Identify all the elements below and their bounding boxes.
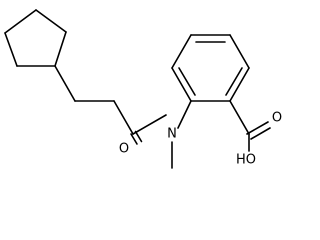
chain-bond xyxy=(54,65,76,102)
carboxylic-acid xyxy=(229,100,271,152)
carbonyl-double-bond xyxy=(134,130,143,143)
acid-oxygen-label: O xyxy=(272,111,282,126)
nitrogen-bonds xyxy=(171,100,192,169)
ring-bond xyxy=(54,31,67,67)
aromatic-inner-bond xyxy=(225,67,243,96)
aromatic-inner-bond xyxy=(178,67,196,96)
cyclopentane-ring xyxy=(4,9,67,67)
ring-bond xyxy=(4,9,37,34)
alkyl-chain xyxy=(54,65,134,135)
acid-double-bond xyxy=(250,127,271,140)
ring-bond xyxy=(171,34,192,69)
ring-bond xyxy=(229,34,250,69)
chemical-structure: N O HO O xyxy=(4,9,282,169)
n-aryl-bond xyxy=(177,100,192,129)
ring-bond xyxy=(229,67,250,102)
ring-bond xyxy=(4,32,18,67)
amide-carbonyl xyxy=(130,114,167,145)
acid-carbon-bond xyxy=(229,100,250,135)
ring-bond xyxy=(171,67,192,102)
hydroxyl-label: HO xyxy=(236,153,256,168)
carbonyl-to-nitrogen-bond xyxy=(132,114,167,135)
carbonyl-oxygen-label: O xyxy=(119,142,129,157)
benzene-ring xyxy=(171,34,250,102)
carbonyl-double-bond xyxy=(130,133,138,145)
chain-bond xyxy=(113,100,134,135)
nitrogen-label: N xyxy=(167,127,177,142)
acid-double-bond xyxy=(246,121,269,135)
ring-bond xyxy=(35,9,67,33)
